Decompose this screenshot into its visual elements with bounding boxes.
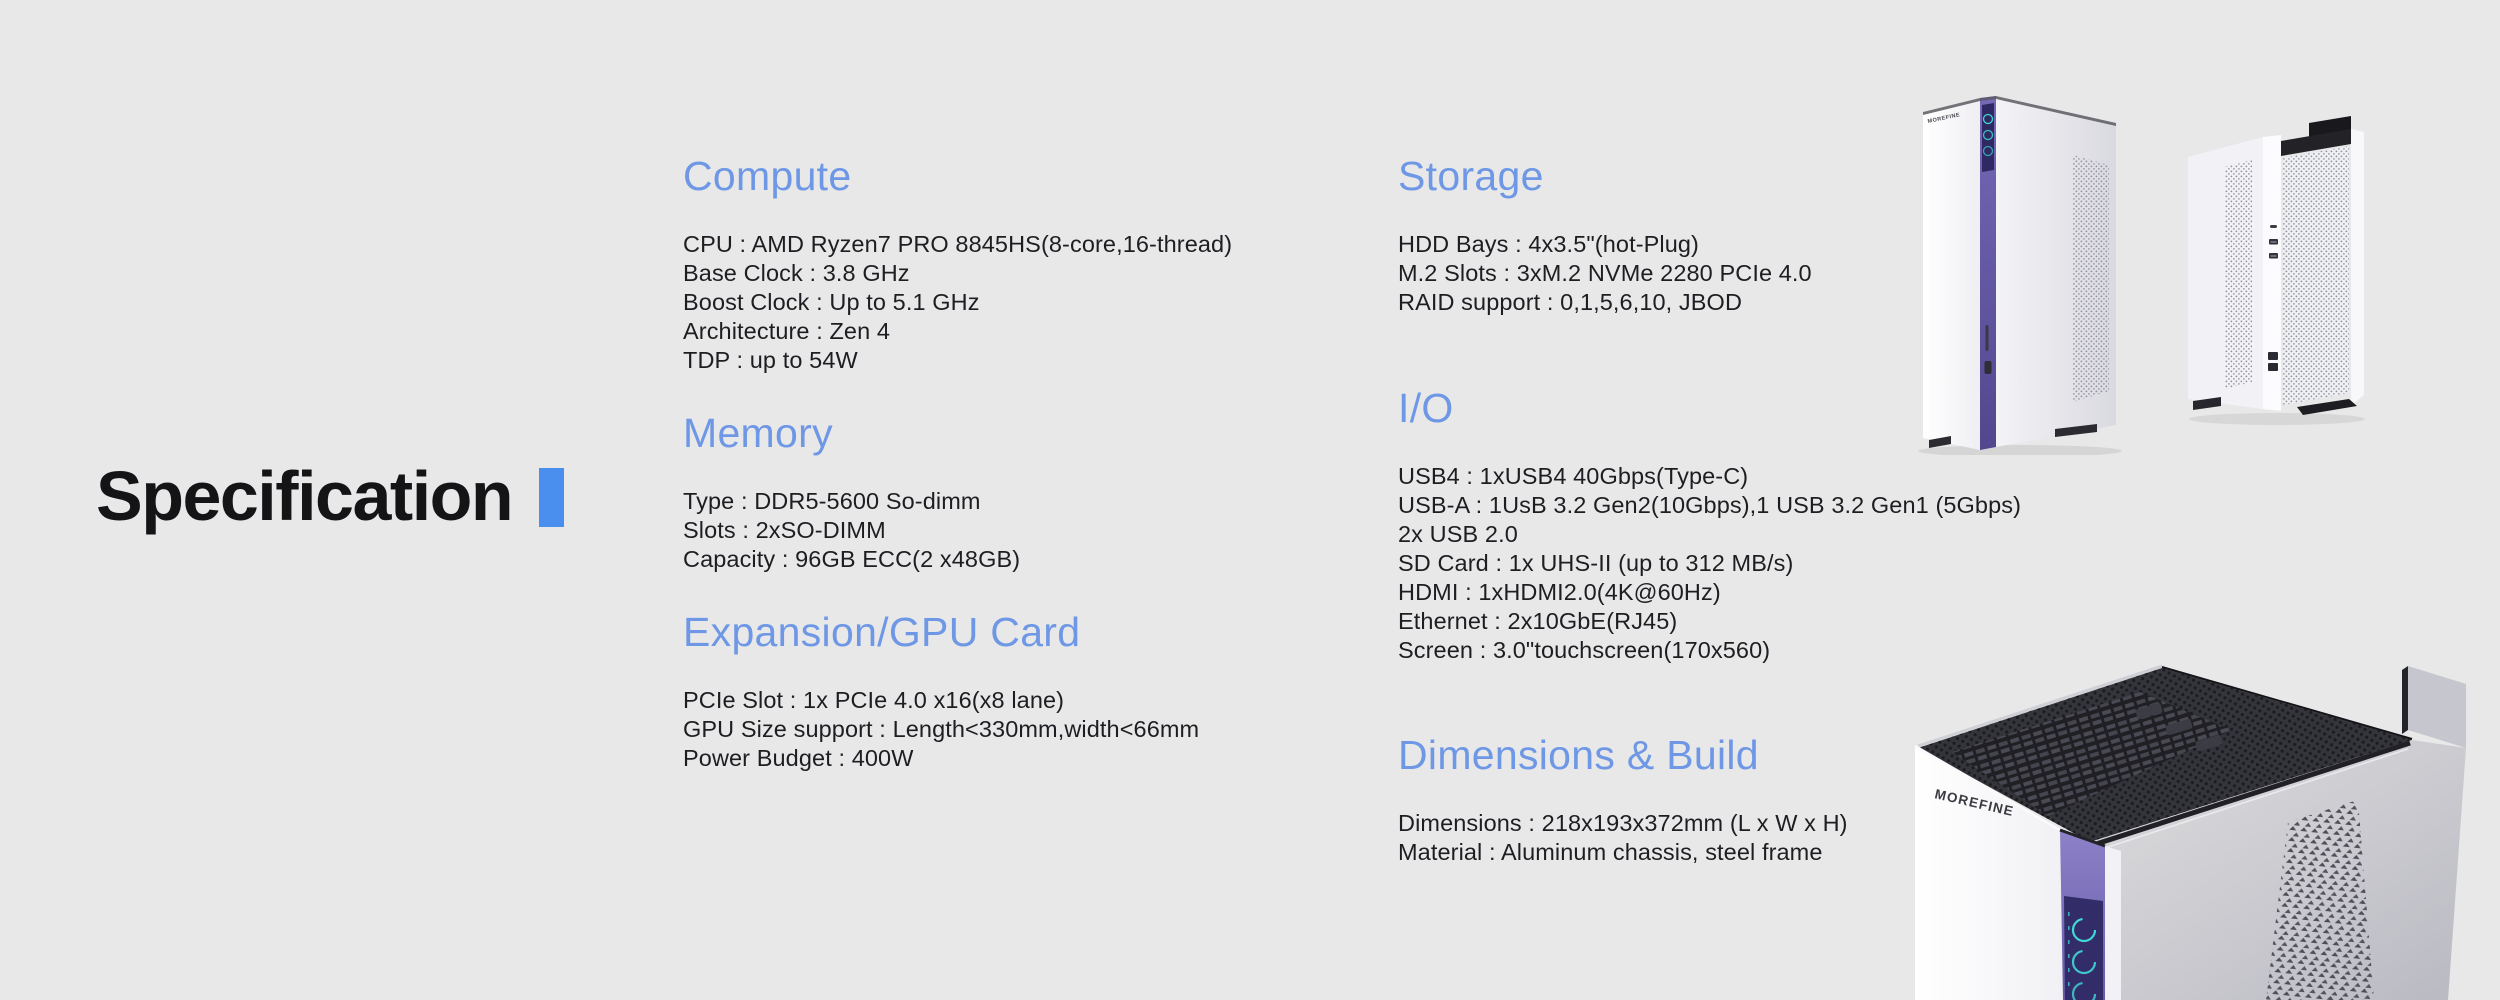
section-compute-title: Compute [683, 153, 852, 199]
section-expansion: Expansion/GPU Card PCIe Slot : 1x PCIe 4… [683, 608, 1343, 773]
spec-line-mem-slots: Slots : 2xSO-DIMM [683, 517, 886, 543]
spec-line-architecture: Architecture : Zen 4 [683, 318, 891, 344]
spec-line-usb2: 2x USB 2.0 [1398, 521, 1518, 547]
spec-line-boost-clock: Boost Clock : Up to 5.1 GHz [683, 289, 980, 315]
section-storage: Storage HDD Bays : 4x3.5"(hot-Plug) M.2 … [1398, 152, 2058, 317]
spec-line-cpu: CPU : AMD Ryzen7 PRO 8845HS(8-core,16-th… [683, 231, 1233, 257]
section-memory-title: Memory [683, 410, 833, 456]
tower-rear-view [2188, 116, 2364, 415]
section-memory: Memory Type : DDR5-5600 So-dimm Slots : … [683, 409, 1343, 574]
touchscreen-strip [2059, 828, 2121, 1000]
section-io-title: I/O [1398, 385, 1454, 431]
section-io: I/O USB4 : 1xUSB4 40Gbps(Type-C) USB-A :… [1398, 384, 2058, 665]
spec-line-dimensions: Dimensions : 218x193x372mm (L x W x H) [1398, 810, 1848, 836]
spec-line-material: Material : Aluminum chassis, steel frame [1398, 839, 1823, 865]
spec-line-raid: RAID support : 0,1,5,6,10, JBOD [1398, 289, 1743, 315]
page-title: Specification [96, 457, 514, 535]
pc-towers-illustration: MOREFINE [1918, 96, 2365, 455]
side-panel [2090, 740, 2466, 1000]
spec-line-hdmi: HDMI : 1xHDMI2.0(4K@60Hz) [1398, 579, 1721, 605]
spec-line-ethernet: Ethernet : 2x10GbE(RJ45) [1398, 608, 1678, 634]
chassis-closeup-illustration: MOREFINE [1914, 664, 2466, 1000]
title-accent-bar [539, 468, 565, 527]
spec-line-pcie-slot: PCIe Slot : 1x PCIe 4.0 x16(x8 lane) [683, 687, 1065, 713]
spec-line-gpu-size: GPU Size support : Length<330mm,width<66… [683, 716, 1200, 742]
spec-line-usb-a: USB-A : 1UsB 3.2 Gen2(10Gbps),1 USB 3.2 … [1398, 492, 2022, 518]
touchscreen [2064, 896, 2103, 1000]
spec-line-mem-type: Type : DDR5-5600 So-dimm [683, 488, 981, 514]
section-dimensions: Dimensions & Build Dimensions : 218x193x… [1398, 731, 2058, 867]
hot-swap-bay-deck [1917, 664, 2413, 842]
spec-line-usb4: USB4 : 1xUSB4 40Gbps(Type-C) [1398, 463, 1749, 489]
section-compute: Compute CPU : AMD Ryzen7 PRO 8845HS(8-co… [683, 152, 1343, 375]
tower-front-view: MOREFINE [1923, 96, 2116, 450]
product-image-front-rear: MOREFINE [1905, 55, 2375, 455]
spec-line-sd-card: SD Card : 1x UHS-II (up to 312 MB/s) [1398, 550, 1794, 576]
section-dimensions-title: Dimensions & Build [1398, 732, 1759, 778]
section-storage-title: Storage [1398, 153, 1544, 199]
spec-line-power-budget: Power Budget : 400W [683, 745, 914, 771]
chassis-lip-edge [2402, 666, 2408, 734]
spec-line-hdd-bays: HDD Bays : 4x3.5"(hot-Plug) [1398, 231, 1699, 257]
chassis-lip [2408, 666, 2466, 748]
product-image-top-closeup: MOREFINE [1900, 630, 2500, 1000]
page-title-block: Specification [96, 457, 565, 535]
section-expansion-title: Expansion/GPU Card [683, 609, 1081, 655]
spec-line-m2-slots: M.2 Slots : 3xM.2 NVMe 2280 PCIe 4.0 [1398, 260, 1812, 286]
spec-line-mem-capacity: Capacity : 96GB ECC(2 x48GB) [683, 546, 1021, 572]
spec-line-screen: Screen : 3.0"touchscreen(170x560) [1398, 637, 1771, 663]
spec-line-tdp: TDP : up to 54W [683, 347, 858, 373]
spec-line-base-clock: Base Clock : 3.8 GHz [683, 260, 910, 286]
